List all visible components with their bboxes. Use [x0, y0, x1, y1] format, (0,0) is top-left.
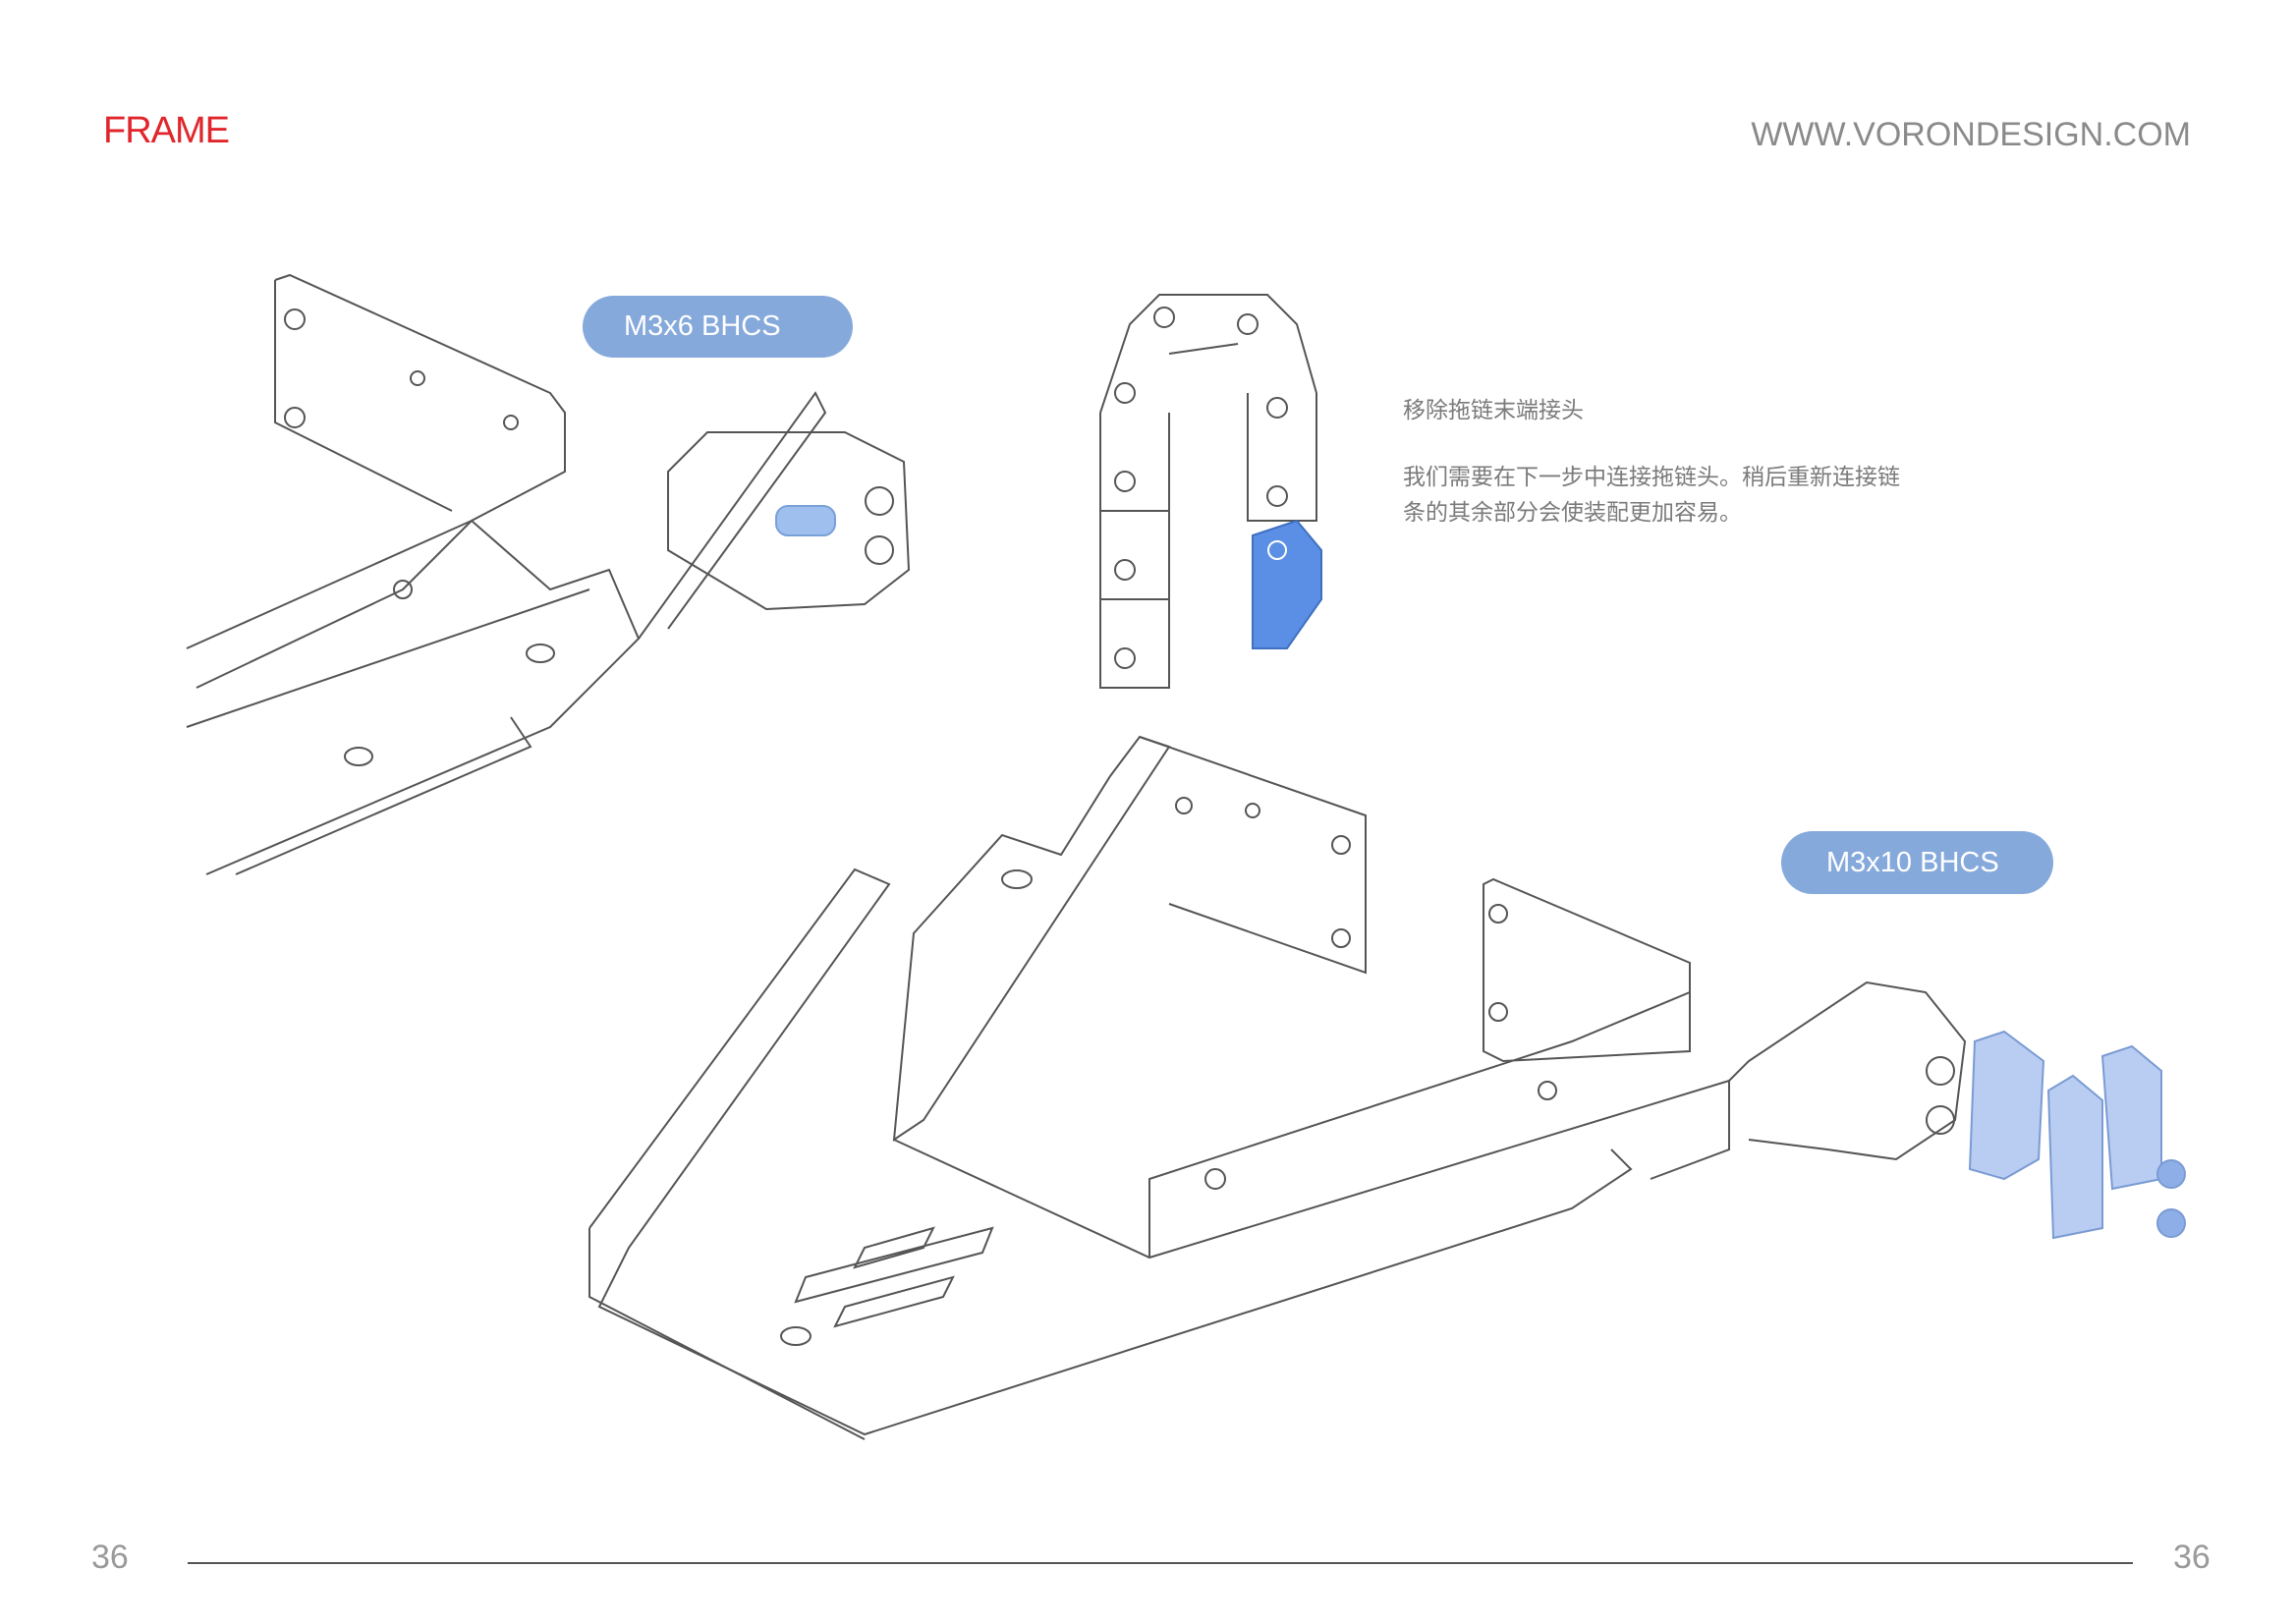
chain-mount-parts [1968, 1030, 2186, 1240]
instruction-body-line2: 条的其余部分会使装配更加容易。 [1403, 500, 1742, 526]
website-link[interactable]: WWW.VORONDESIGN.COM [1751, 116, 2191, 153]
section-title: FRAME [103, 110, 230, 151]
frame-main [588, 735, 1967, 1440]
callout-m3x6-bhcs: M3x6 BHCS [583, 296, 853, 358]
frame-detail-top [186, 273, 911, 875]
instruction-title: 移除拖链末端接头 [1403, 398, 1584, 423]
footer-divider [188, 1562, 2133, 1564]
instruction-text: 移除拖链末端接头 我们需要在下一步中连接拖链头。稍后重新连接链 条的其余部分会使… [1403, 393, 1953, 531]
callout-m3x10-bhcs: M3x10 BHCS [1781, 831, 2053, 894]
drag-chain [1099, 294, 1322, 689]
chain-end-highlight [1252, 519, 1322, 649]
page-number-left: 36 [91, 1539, 129, 1576]
page-number-right: 36 [2173, 1539, 2211, 1576]
instruction-body-line1: 我们需要在下一步中连接拖链头。稍后重新连接链 [1403, 465, 1900, 490]
